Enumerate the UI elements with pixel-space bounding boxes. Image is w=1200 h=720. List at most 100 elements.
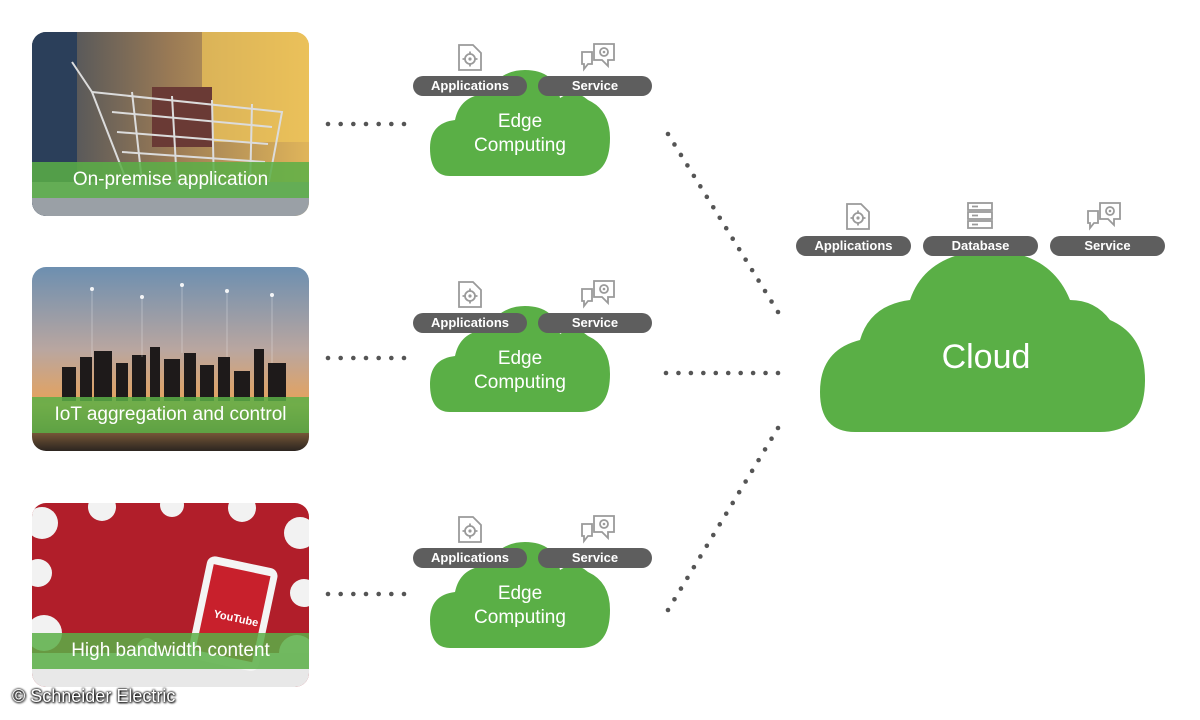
photo-caption-on-premise: On-premise application [32, 162, 309, 198]
connector-dot [325, 355, 331, 361]
connector-dot [389, 355, 394, 361]
server-stack-icon [967, 202, 993, 229]
connector-dot [749, 267, 755, 273]
edge-3-applications-pill: Applications [413, 548, 527, 568]
connector-dot [738, 370, 743, 376]
connector-dot [730, 236, 736, 242]
connector-dot [736, 489, 742, 495]
connector-dot [723, 511, 729, 516]
connector-dot [401, 355, 407, 361]
connector-dot [704, 194, 710, 200]
cloud-applications-pill: Applications [796, 236, 911, 256]
connector-dot [725, 370, 731, 376]
connector-dot [743, 479, 748, 484]
connector-dot [338, 591, 343, 597]
connector-dot [338, 121, 343, 127]
edge-3-label-line2: Computing [474, 607, 566, 628]
connector-dot [775, 309, 781, 315]
gear-document-icon [458, 281, 482, 308]
edge-2-label-line2: Computing [474, 372, 566, 393]
edge-1-label: Edge Computing [430, 110, 610, 158]
gear-document-icon [458, 516, 482, 543]
edge-1-applications-pill: Applications [413, 76, 527, 96]
connector-dot [769, 299, 774, 304]
gear-chat-icon [581, 280, 615, 307]
connector-dot [717, 215, 723, 221]
edge-1-service-pill: Service [538, 76, 652, 96]
edge-1-label-line1: Edge [497, 111, 543, 132]
edge-2-label: Edge Computing [430, 347, 610, 395]
connector-dot [389, 121, 394, 127]
edge-2-service-pill: Service [538, 313, 652, 333]
connector-dot [678, 152, 684, 158]
connector-dot [685, 163, 690, 168]
gear-document-icon [458, 44, 482, 71]
connector-dot [698, 184, 703, 189]
connector-dot [736, 246, 742, 252]
connector-dot [762, 447, 768, 452]
main-cloud [820, 250, 1145, 432]
edge-2-applications-pill: Applications [413, 313, 527, 333]
connector-dot [775, 370, 781, 376]
connector-dot [376, 591, 381, 597]
connector-dot [717, 522, 723, 527]
connector-dot [691, 173, 697, 179]
photo-iot: IoT aggregation and control [32, 267, 309, 451]
gear-chat-icon [581, 43, 615, 70]
connector-dot [730, 500, 736, 506]
connector-dot [763, 370, 768, 376]
connector-dot [688, 370, 694, 376]
connector-dot [749, 468, 755, 474]
connector-dot [756, 278, 761, 283]
connector-dot [710, 204, 716, 210]
connector-dot [363, 591, 369, 597]
connector-dot [389, 591, 394, 597]
connector-dot [672, 142, 677, 147]
connector-dot [704, 543, 710, 549]
connector-dot [401, 121, 407, 127]
connector-dot [351, 591, 356, 597]
connector-dot [351, 121, 356, 127]
connector-dot [750, 370, 756, 376]
connector-dot [743, 257, 748, 262]
connector-dot [676, 370, 681, 376]
connector-dot [401, 591, 407, 597]
connector-dot [698, 554, 703, 559]
connectors-edge-cloud [663, 131, 781, 613]
connector-dot [762, 288, 768, 294]
connector-dot [665, 607, 671, 613]
gear-chat-icon [1087, 202, 1121, 229]
connectors-photo-edge [325, 121, 407, 597]
connector-dot [756, 457, 761, 463]
connector-dot [338, 355, 343, 361]
connector-dot [685, 575, 690, 581]
connector-dot [723, 225, 729, 231]
connector-dot [710, 532, 716, 538]
connector-dot [691, 564, 697, 570]
connector-dot [769, 436, 774, 442]
connector-dot [713, 370, 719, 376]
photo-caption-iot: IoT aggregation and control [32, 397, 309, 433]
connector-dot [363, 355, 369, 361]
gear-chat-icon [581, 515, 615, 542]
copyright-text: © Schneider Electric [12, 686, 176, 706]
cloud-label: Cloud [941, 338, 1031, 376]
photo-high-bandwidth: YouTube High bandwidth content [32, 503, 309, 687]
connector-dot [376, 121, 381, 127]
edge-3-label-line1: Edge [497, 583, 543, 604]
connector-dot [701, 370, 706, 376]
connector-dot [663, 370, 669, 376]
connector-dot [325, 121, 331, 127]
connector-dot [351, 355, 356, 361]
edge-3-label: Edge Computing [430, 582, 610, 630]
connector-dot [363, 121, 369, 127]
connector-dot [376, 355, 381, 361]
photo-caption-high-bandwidth: High bandwidth content [32, 633, 309, 669]
connector-dot [775, 425, 781, 431]
cloud-service-pill: Service [1050, 236, 1165, 256]
connector-dot [678, 586, 684, 591]
edge-2-label-line1: Edge [497, 348, 543, 369]
edge-1-label-line2: Computing [474, 135, 566, 156]
connector-dot [325, 591, 331, 597]
